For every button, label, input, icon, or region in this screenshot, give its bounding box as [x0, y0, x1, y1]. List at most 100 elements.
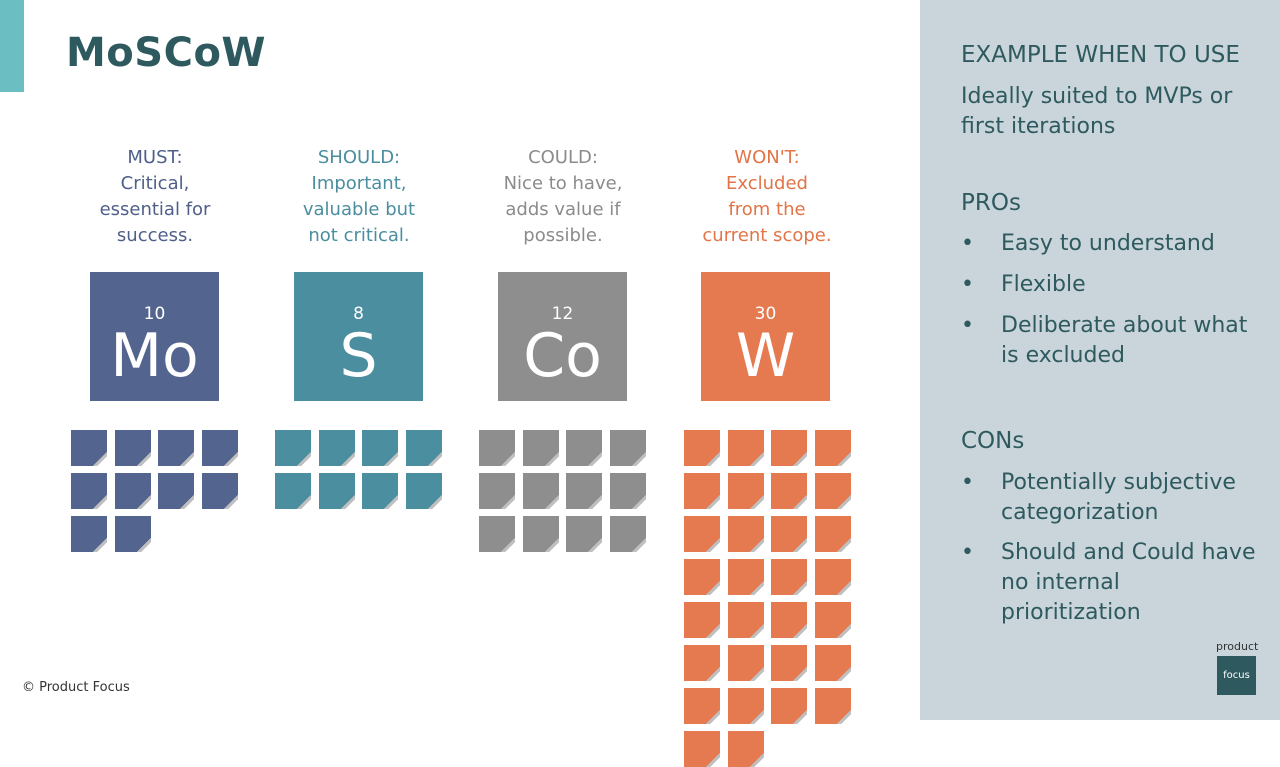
wont-tile: 30 W — [701, 272, 830, 401]
sticky-note — [405, 473, 442, 509]
brand-logo-text: product — [1216, 640, 1259, 653]
sticky-note — [566, 473, 602, 509]
sticky-note — [362, 430, 398, 466]
sticky-note — [727, 645, 764, 681]
could-notes — [479, 430, 651, 552]
could-desc-2: adds value if — [505, 199, 621, 220]
sticky-note — [814, 645, 851, 681]
must-desc-3: success. — [116, 225, 194, 246]
sticky-note — [71, 473, 107, 509]
sticky-note — [479, 473, 515, 509]
could-desc-1: Nice to have, — [503, 173, 623, 194]
sticky-note — [727, 559, 764, 595]
example-heading: EXAMPLE WHEN TO USE — [961, 42, 1240, 68]
sticky-note — [479, 430, 515, 466]
should-heading: SHOULD: — [317, 147, 401, 168]
sticky-note — [684, 688, 720, 724]
sticky-note — [201, 473, 238, 509]
should-desc-2: valuable but — [302, 199, 416, 220]
sticky-note — [522, 430, 559, 466]
sticky-note — [684, 516, 720, 552]
slide-title: MoSCoW — [66, 30, 267, 76]
pros-text: Flexible — [1001, 272, 1086, 297]
sticky-note — [727, 430, 764, 466]
sticky-note — [684, 473, 720, 509]
sticky-note — [201, 430, 238, 466]
bullet-icon: • — [961, 231, 974, 256]
sticky-note — [771, 688, 807, 724]
sticky-note — [362, 473, 398, 509]
could-heading: COULD: — [528, 147, 598, 168]
sticky-note — [771, 516, 807, 552]
sticky-note — [566, 516, 602, 552]
sticky-note — [771, 645, 807, 681]
must-desc-1: Critical, — [120, 173, 190, 194]
sticky-note — [771, 559, 807, 595]
must-desc-2: essential for — [99, 199, 211, 220]
sticky-note — [275, 473, 311, 509]
info-panel: EXAMPLE WHEN TO USE Ideally suited to MV… — [920, 0, 1280, 720]
must-count: 10 — [143, 304, 166, 324]
sticky-note — [522, 516, 559, 552]
sticky-note — [566, 430, 602, 466]
should-count: 8 — [353, 304, 364, 324]
should-tile: 8 S — [294, 272, 423, 401]
sticky-note — [684, 430, 720, 466]
pros-text: Easy to understand — [1001, 231, 1215, 256]
brand-logo: focus — [1217, 656, 1256, 695]
sticky-note — [71, 516, 107, 552]
example-text: Ideally suited to MVPs or first iteratio… — [961, 84, 1233, 139]
must-heading: MUST: — [127, 147, 183, 168]
sticky-note — [114, 430, 151, 466]
sticky-note — [814, 688, 851, 724]
sticky-note — [771, 602, 807, 638]
must-tile: 10 Mo — [90, 272, 219, 401]
cons-heading: CONs — [961, 428, 1025, 454]
wont-notes — [684, 430, 856, 767]
sticky-note — [727, 731, 764, 767]
wont-symbol: W — [735, 321, 796, 391]
sticky-note — [771, 473, 807, 509]
wont-label: WON'T: Excluded from the current scope. — [677, 145, 857, 249]
sticky-note — [814, 559, 851, 595]
must-symbol: Mo — [110, 321, 199, 391]
must-notes — [71, 430, 243, 552]
sticky-note — [684, 731, 720, 767]
sticky-note — [727, 602, 764, 638]
could-label: COULD: Nice to have, adds value if possi… — [473, 145, 653, 249]
sticky-note — [814, 430, 851, 466]
wont-heading: WON'T: — [734, 147, 800, 168]
sticky-note — [318, 430, 355, 466]
sticky-note — [609, 516, 646, 552]
sticky-note — [814, 602, 851, 638]
bullet-icon: • — [961, 272, 974, 297]
sticky-note — [609, 473, 646, 509]
should-symbol: S — [339, 321, 378, 391]
wont-count: 30 — [754, 304, 777, 324]
bullet-icon: • — [961, 470, 974, 495]
could-symbol: Co — [523, 321, 602, 391]
should-label: SHOULD: Important, valuable but not crit… — [269, 145, 449, 249]
bullet-icon: • — [961, 313, 974, 338]
could-count: 12 — [551, 304, 574, 324]
sticky-note — [275, 430, 311, 466]
wont-desc-1: Excluded — [726, 173, 808, 194]
pros-text: Deliberate about what is excluded — [1001, 313, 1248, 368]
sticky-note — [405, 430, 442, 466]
accent-bar — [0, 0, 24, 92]
sticky-note — [158, 473, 194, 509]
bullet-icon: • — [961, 540, 974, 565]
sticky-note — [684, 559, 720, 595]
sticky-note — [771, 430, 807, 466]
sticky-note — [814, 473, 851, 509]
copyright: © Product Focus — [22, 680, 130, 695]
wont-desc-3: current scope. — [702, 225, 832, 246]
should-notes — [275, 430, 447, 509]
sticky-note — [727, 516, 764, 552]
sticky-note — [479, 516, 515, 552]
sticky-note — [727, 688, 764, 724]
sticky-note — [158, 430, 194, 466]
cons-text: Potentially subjective categorization — [1001, 470, 1236, 525]
should-desc-3: not critical. — [308, 225, 410, 246]
sticky-note — [71, 430, 107, 466]
